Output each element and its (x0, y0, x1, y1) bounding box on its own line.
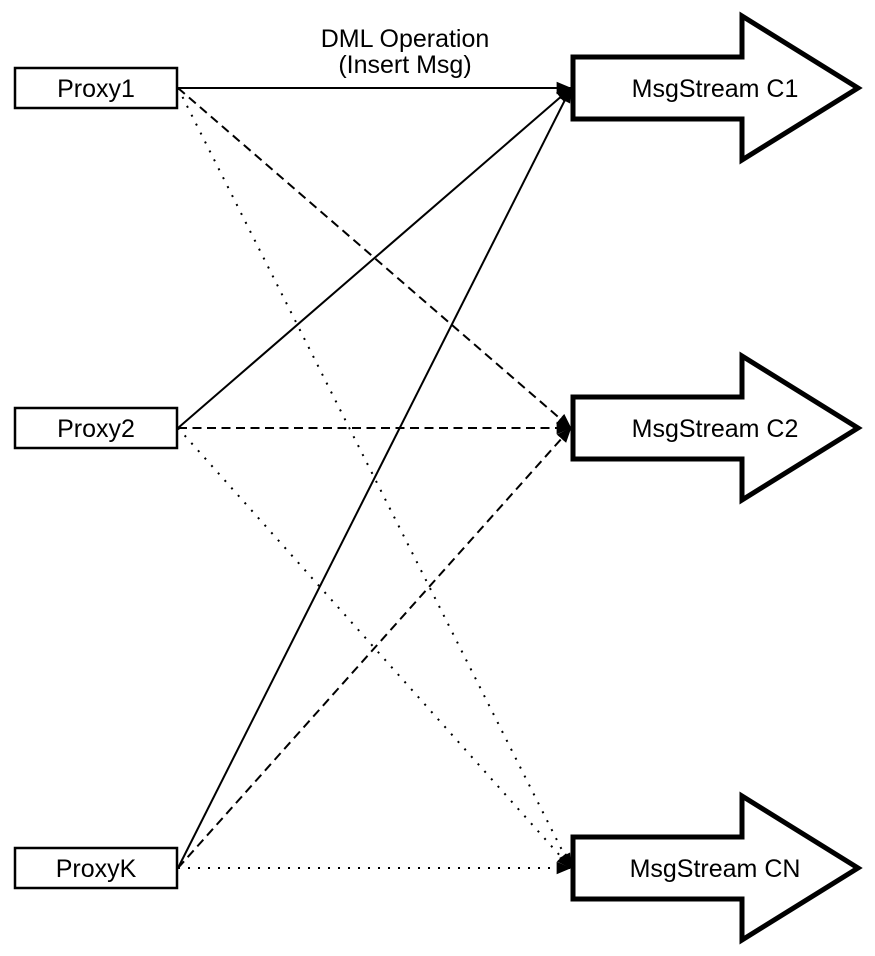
proxy1-box (13, 66, 179, 110)
msgstream-cn-arrow-shape (570, 791, 863, 945)
msgstream-cn-label: MsgStream CN (630, 855, 801, 883)
proxy2-label: Proxy2 (57, 415, 135, 443)
msgstream-c1-arrow-shape (570, 11, 863, 165)
edge-label-line1: DML Operation (321, 25, 490, 53)
msgstream-c2-arrow-shape (570, 351, 863, 505)
edge-proxy2-to-cn-dotted (177, 427, 572, 869)
proxy2-box (13, 406, 179, 450)
proxy1-label: Proxy1 (57, 75, 135, 103)
edge-label-line2: (Insert Msg) (338, 51, 471, 79)
proxyK-label: ProxyK (56, 855, 137, 883)
msgstream-c2-label: MsgStream C2 (632, 415, 799, 443)
edge-proxyK-to-c2-dashed (177, 427, 572, 869)
edge-proxy2-to-c1-solid (177, 87, 572, 429)
msgstream-c1-label: MsgStream C1 (632, 75, 799, 103)
proxyK-box (13, 846, 179, 890)
edge-proxyK-to-c1-solid (177, 87, 572, 869)
